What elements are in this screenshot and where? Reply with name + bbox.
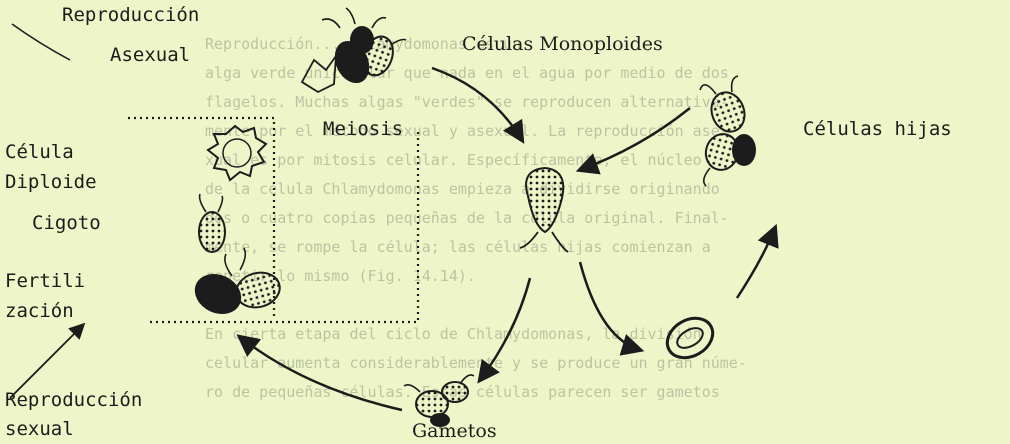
arrow-asexual-line: [12, 24, 70, 60]
label-reproduccion-asexual-2: Asexual: [110, 44, 190, 66]
label-reproduccion-asexual-1: Reproducción: [62, 4, 199, 26]
label-zacion: zación: [5, 300, 74, 322]
label-cigoto: Cigoto: [32, 212, 101, 234]
arrow-sexual-reproduction: [10, 325, 83, 398]
arrow-center-to-cyst: [580, 262, 640, 350]
label-fertili: Fertili: [5, 270, 85, 292]
diploid-zygote-cells: [188, 126, 283, 321]
arrow-daughters-to-center: [580, 108, 690, 170]
arrow-center-to-gametes: [480, 278, 530, 380]
cyst-cell: [660, 310, 720, 365]
center-cell: [520, 168, 568, 252]
label-reproduccion-sexual-1: Reproducción: [5, 389, 142, 411]
label-celula: Célula: [5, 141, 74, 163]
daughter-cells: [700, 76, 756, 186]
arrow-gametes-to-zygote: [240, 337, 402, 410]
label-diploide: Diploide: [5, 171, 97, 193]
label-meiosis: Meiosis: [323, 118, 403, 140]
arrow-meiosis-to-daughters: [432, 68, 522, 140]
label-celulas-monoploides: Células Monoploides: [462, 33, 663, 55]
meiosis-cells: [302, 8, 406, 92]
arrow-up-to-center: [737, 228, 775, 298]
label-gametos: Gametos: [412, 420, 497, 442]
label-celulas-hijas: Células hijas: [803, 118, 952, 140]
label-reproduccion-sexual-2: sexual: [5, 418, 74, 440]
